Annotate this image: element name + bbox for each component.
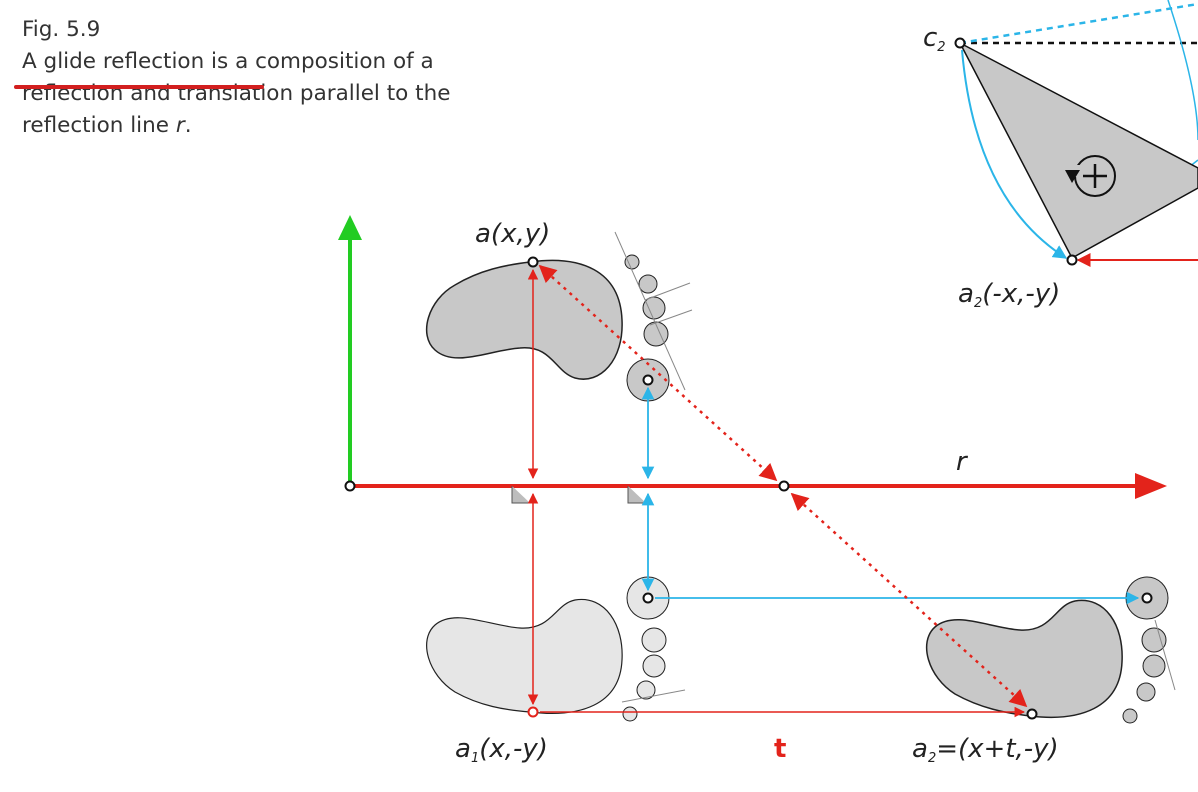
- label-a2-top: a2(-x,-y): [958, 279, 1060, 311]
- point-heel-reflected: [642, 592, 654, 604]
- point-origin: [344, 480, 356, 492]
- point-midpoint: [778, 480, 790, 492]
- gray-triangle: [958, 41, 1198, 260]
- point-heel-translated: [1141, 592, 1153, 604]
- figure-number: Fig. 5.9: [22, 17, 101, 42]
- point-c2: [954, 37, 966, 49]
- blue-arc-right: [1167, 0, 1198, 141]
- point-heel-top: [642, 374, 654, 386]
- label-a2: a2=(x+t,-y): [912, 734, 1059, 766]
- point-a2-top: [1066, 254, 1078, 266]
- red-dotted-diagonal-bottom: [790, 492, 1028, 708]
- red-underline: [14, 85, 264, 89]
- dashed-line-blue: [959, 2, 1198, 45]
- blue-arc-arrow: [961, 49, 1068, 259]
- point-a: [527, 256, 539, 268]
- reflection-line-arrowhead: [1135, 473, 1167, 499]
- red-dotted-diagonal-top: [538, 264, 778, 482]
- label-a: a(x,y): [475, 219, 550, 249]
- point-a1: [527, 706, 539, 718]
- point-a2: [1026, 708, 1038, 720]
- caption-highlight: A glide reflection is: [22, 49, 229, 74]
- green-arrowhead: [338, 215, 362, 240]
- caption-line-1: A glide reflection is a composition of a: [22, 49, 434, 74]
- right-angle-marker-2: [627, 486, 646, 504]
- label-c2: c2: [923, 23, 946, 55]
- caption-line-3: reflection line r.: [22, 113, 192, 138]
- label-t: t: [774, 734, 786, 764]
- rotated-triangle-figure: c2 a2(-x,-y): [923, 0, 1198, 311]
- counterclockwise-rotation-icon: [1065, 155, 1116, 197]
- right-angle-marker-1: [511, 486, 530, 504]
- label-a1: a1(x,-y): [455, 734, 548, 766]
- label-r: r: [956, 447, 969, 477]
- footprint-original: [425, 231, 693, 402]
